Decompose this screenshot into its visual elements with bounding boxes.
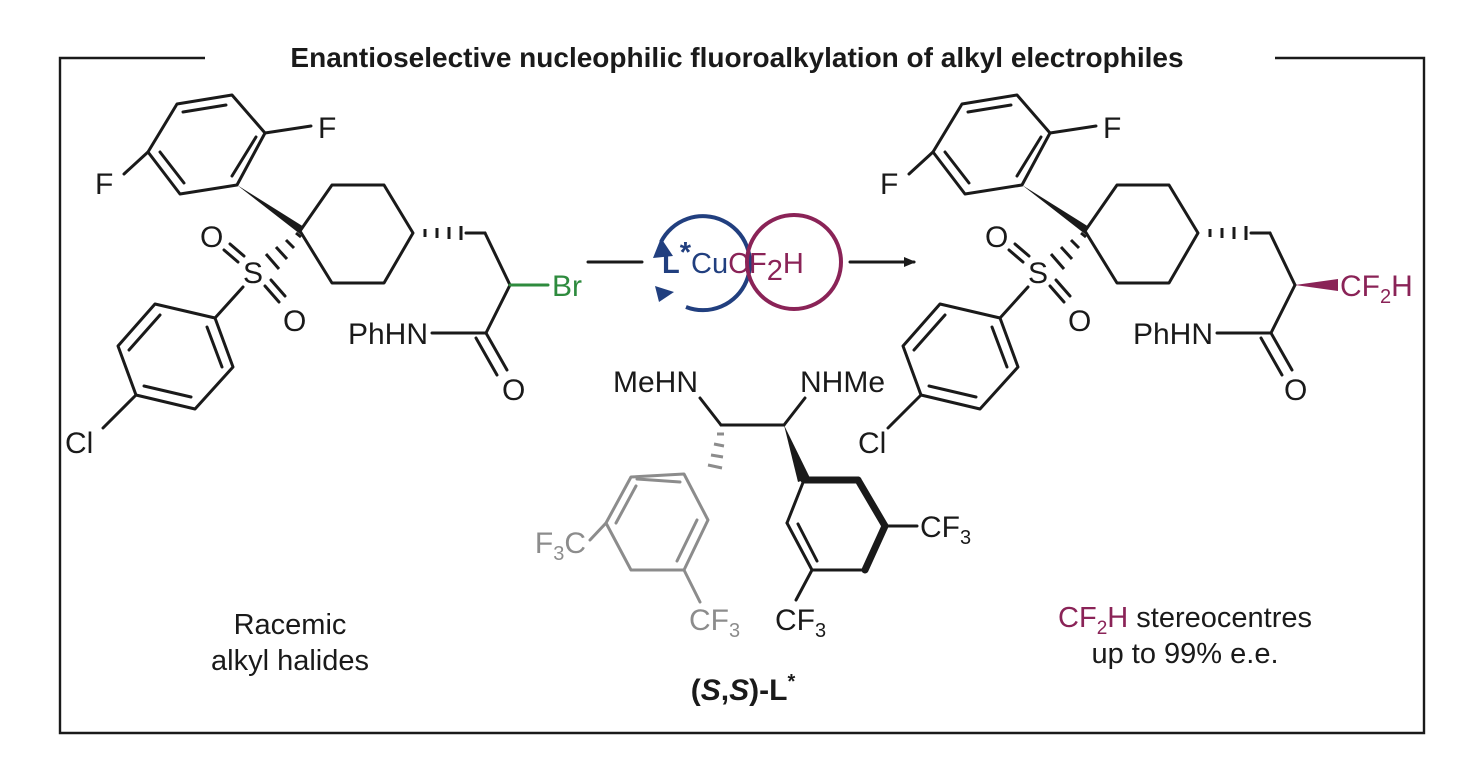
product-fluorine-top: F: [1103, 112, 1121, 145]
ligand-grey-trifluoromethyl-bottom: CF3: [689, 604, 740, 642]
copper-catalyst-cycle: L*CuCF2H: [653, 213, 843, 313]
product-sulfur: S: [1028, 257, 1048, 290]
copper-cycle-arrow-bottom: [655, 286, 674, 302]
figure-title: Enantioselective nucleophilic fluoroalky…: [290, 42, 1183, 73]
reactant-aryl-wedge-bond: [237, 185, 304, 234]
product-fluorine-left: F: [880, 168, 898, 201]
reactant-sulfonyl-oxygen-bottom: O: [283, 305, 306, 338]
product-side-chain-hash-bond: [1208, 226, 1248, 240]
copper-cycle-arrow-top: [653, 238, 673, 258]
product-aryl-wedge-bond: [1022, 185, 1089, 234]
reactant-sulfonyl-oxygen-top: O: [200, 221, 223, 254]
reactant-fluorine-left: F: [95, 168, 113, 201]
ligand-methylamino-right: NHMe: [800, 366, 885, 399]
reactant-sulfur: S: [243, 257, 263, 290]
product-difluoromethyl-wedge-bond: [1295, 279, 1338, 291]
reactant-caption-line2: alkyl halides: [211, 645, 369, 677]
reactant-sulfonyl-hash-bond: [264, 231, 302, 270]
ligand-black-trifluoromethyl-right: CF3: [920, 511, 971, 549]
product-amide-oxygen: O: [1284, 374, 1307, 407]
reactant-caption-line1: Racemic: [234, 609, 347, 641]
product-sulfonyl-oxygen-bottom: O: [1068, 305, 1091, 338]
reactant-fluorine-top: F: [318, 112, 336, 145]
product-chlorine: Cl: [858, 427, 886, 460]
reactant-cyclohexane-ring: [298, 183, 415, 285]
reactant-amide-oxygen: O: [502, 374, 525, 407]
ligand-grey-aryl-hash-bond: [707, 432, 725, 470]
chiral-diamine-ligand: MeHN NHMe F3C CF3: [535, 366, 971, 707]
product-chlorophenyl-ring: [886, 302, 1020, 430]
product-sulfonyl-oxygen-top: O: [985, 221, 1008, 254]
product-molecule: F F S O O Cl: [858, 93, 1413, 460]
reactant-chlorophenyl-ring: [101, 302, 235, 430]
ligand-black-aryl-wedge-bond: [784, 425, 810, 482]
ligand-black-trifluoromethyl-bottom: CF3: [775, 604, 826, 642]
ligand-methylamino-left: MeHN: [613, 366, 698, 399]
ligand-grey-aryl-ring: [588, 472, 710, 604]
product-sulfonyl-hash-bond: [1049, 231, 1087, 270]
product-caption-line2: up to 99% e.e.: [1091, 638, 1278, 670]
figure-frame: [58, 56, 1426, 735]
ligand-black-aryl-ring: [785, 476, 919, 602]
copper-cycle-circle: [659, 214, 752, 313]
product-amide-nitrogen: PhHN: [1133, 318, 1213, 351]
reactant-bromine: Br: [552, 270, 582, 303]
reactant-molecule: F F S O O Cl: [65, 93, 582, 460]
reactant-side-chain-hash-bond: [423, 226, 463, 240]
reactant-difluorophenyl-ring: [122, 93, 313, 196]
product-difluoromethyl-group: CF2H: [1340, 270, 1413, 308]
reactant-chlorine: Cl: [65, 427, 93, 460]
product-caption-line1: CF2H stereocentres: [1058, 602, 1312, 639]
product-difluorophenyl-ring: [907, 93, 1098, 196]
product-cyclohexane-ring: [1083, 183, 1200, 285]
copper-catalyst-label: L*CuCF2H: [662, 237, 804, 287]
difluoromethyl-cycle-circle: [745, 213, 843, 311]
ligand-grey-trifluoromethyl-left: F3C: [535, 527, 586, 565]
ligand-name: (S,S)-L*: [691, 671, 796, 707]
reactant-amide-nitrogen: PhHN: [348, 318, 428, 351]
